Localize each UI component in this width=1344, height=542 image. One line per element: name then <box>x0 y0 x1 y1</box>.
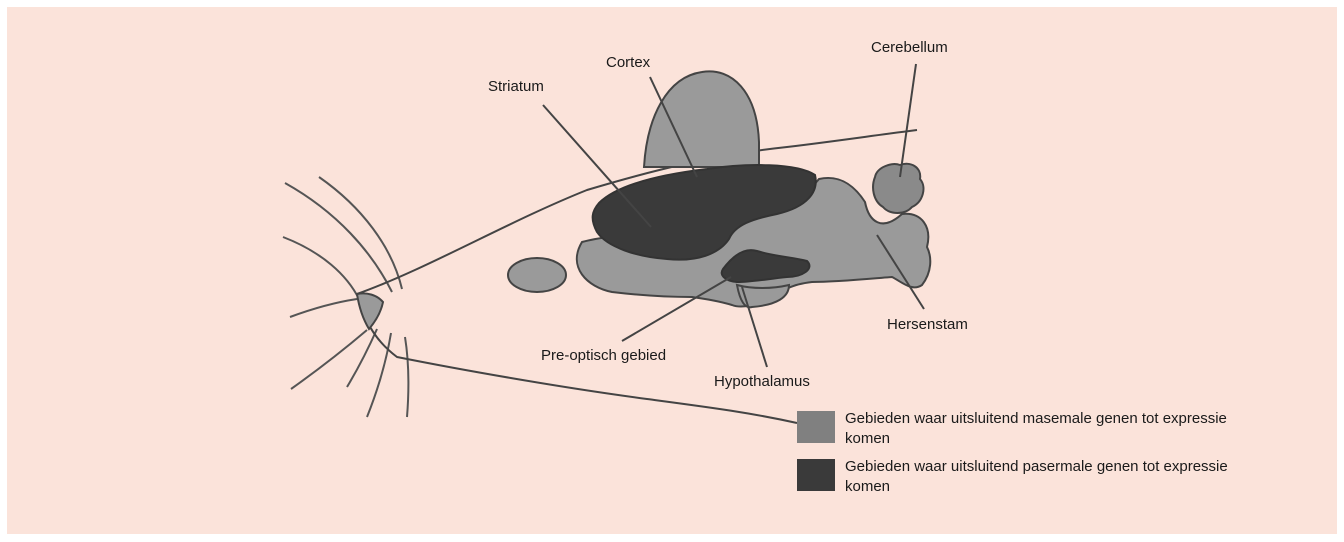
legend-swatch-maternal <box>797 411 835 443</box>
cortex-region <box>644 71 759 167</box>
label-cortex: Cortex <box>606 54 650 72</box>
label-hypothalamus: Hypothalamus <box>714 373 810 391</box>
cerebellum-region <box>873 164 923 213</box>
whiskers <box>283 177 408 417</box>
legend-maternal: Gebieden waar uitsluitend masemale genen… <box>797 409 1255 449</box>
legend-paternal: Gebieden waar uitsluitend pasermale gene… <box>797 457 1255 497</box>
olfactory-bulb <box>508 258 566 292</box>
label-preoptic: Pre-optisch gebied <box>541 347 666 365</box>
label-striatum: Striatum <box>488 78 544 96</box>
nose <box>357 293 383 329</box>
label-cerebellum: Cerebellum <box>871 39 948 57</box>
label-hersenstam: Hersenstam <box>887 316 968 334</box>
legend-swatch-paternal <box>797 459 835 491</box>
rat-brain-illustration <box>7 7 1337 534</box>
diagram-panel: Cortex Cerebellum Striatum Hersenstam Pr… <box>7 7 1337 534</box>
legend-text-maternal: Gebieden waar uitsluitend masemale genen… <box>845 409 1255 449</box>
legend-text-paternal: Gebieden waar uitsluitend pasermale gene… <box>845 457 1255 497</box>
